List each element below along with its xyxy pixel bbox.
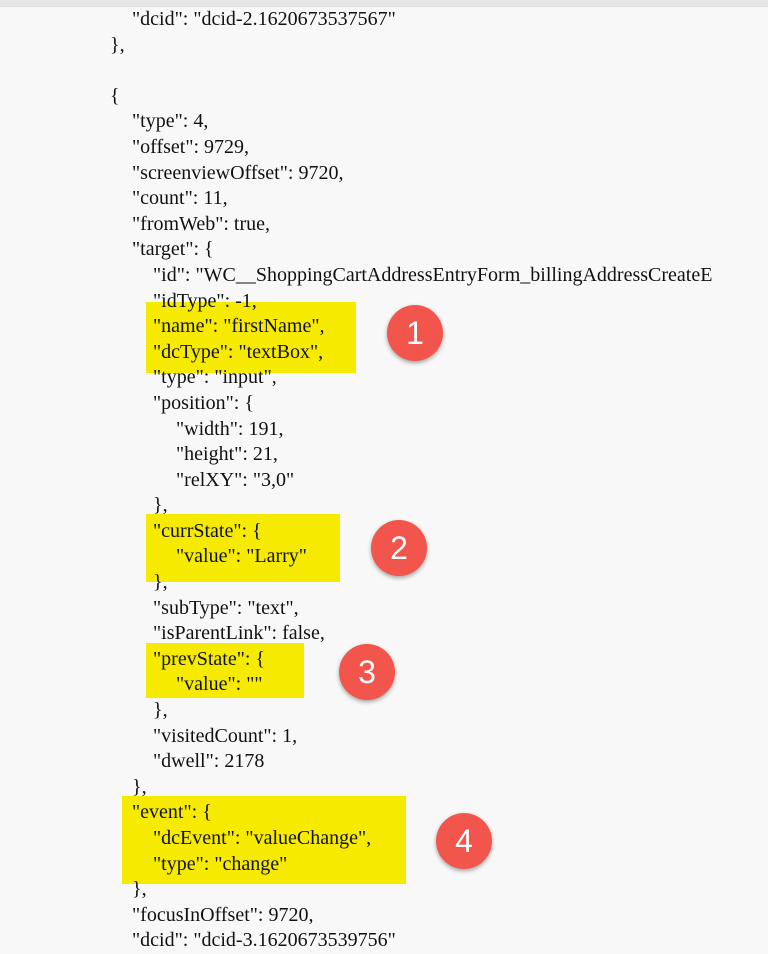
highlight-currstate: [146, 514, 340, 582]
code-line: "type": 4,: [132, 110, 209, 133]
code-line: {: [110, 84, 120, 107]
annotation-badge-4: 4: [436, 813, 492, 869]
code-line: "visitedCount": 1,: [153, 724, 298, 747]
code-line: "dcid": "dcid-2.1620673537567": [132, 8, 396, 30]
code-line: },: [132, 775, 147, 798]
code-line: "offset": 9729,: [132, 135, 250, 158]
annotation-badge-1: 1: [387, 305, 443, 361]
json-code-view: "dcid": "dcid-2.1620673537567"}, { "type":…: [0, 7, 768, 954]
code-line: "isParentLink": false,: [153, 622, 325, 645]
code-line: },: [153, 571, 168, 594]
code-line: },: [132, 878, 147, 901]
code-line: "count": 11,: [132, 187, 228, 210]
code-line: [0, 58, 768, 84]
code-line: },: [153, 494, 168, 517]
code-line: "height": 21,: [176, 443, 278, 466]
code-line: "dwell": 2178: [153, 750, 265, 773]
code-line: },: [110, 33, 125, 56]
code-line: "dcid": "dcid-3.1620673539756": [132, 929, 396, 952]
highlight-name-dctype: [146, 302, 356, 373]
highlight-event: [122, 796, 406, 884]
code-line: "name": "firstName",: [153, 315, 325, 338]
code-line: "idType": -1,: [153, 289, 257, 312]
code-line: "value": "": [176, 673, 263, 696]
annotation-badge-3: 3: [339, 644, 395, 700]
code-line: },: [153, 699, 168, 722]
code-line: "width": 191,: [176, 417, 284, 440]
top-toolbar-edge: [0, 0, 768, 7]
code-line: "fromWeb": true,: [132, 212, 271, 235]
code-line: "screenviewOffset": 9720,: [132, 161, 344, 184]
code-line: "relXY": "3,0": [176, 468, 295, 491]
code-line: "position": {: [153, 391, 254, 414]
code-line: "value": "Larry": [176, 545, 307, 568]
code-line: "dcType": "textBox",: [153, 340, 324, 363]
code-line: "type": "change": [153, 852, 288, 875]
code-line: "event": {: [132, 801, 212, 824]
annotation-badge-2: 2: [371, 520, 427, 576]
code-line: "focusInOffset": 9720,: [132, 903, 314, 926]
code-line: "subType": "text",: [153, 596, 299, 619]
code-line: "type": "input",: [153, 366, 277, 389]
highlight-prevstate: [146, 643, 304, 698]
code-line: "prevState": {: [153, 647, 266, 670]
code-line: "target": {: [132, 238, 214, 261]
code-line: "dcEvent": "valueChange",: [153, 827, 372, 849]
code-line: "currState": {: [153, 519, 262, 542]
code-line: "id": "WC__ShoppingCartAddressEntryForm_…: [153, 263, 713, 286]
